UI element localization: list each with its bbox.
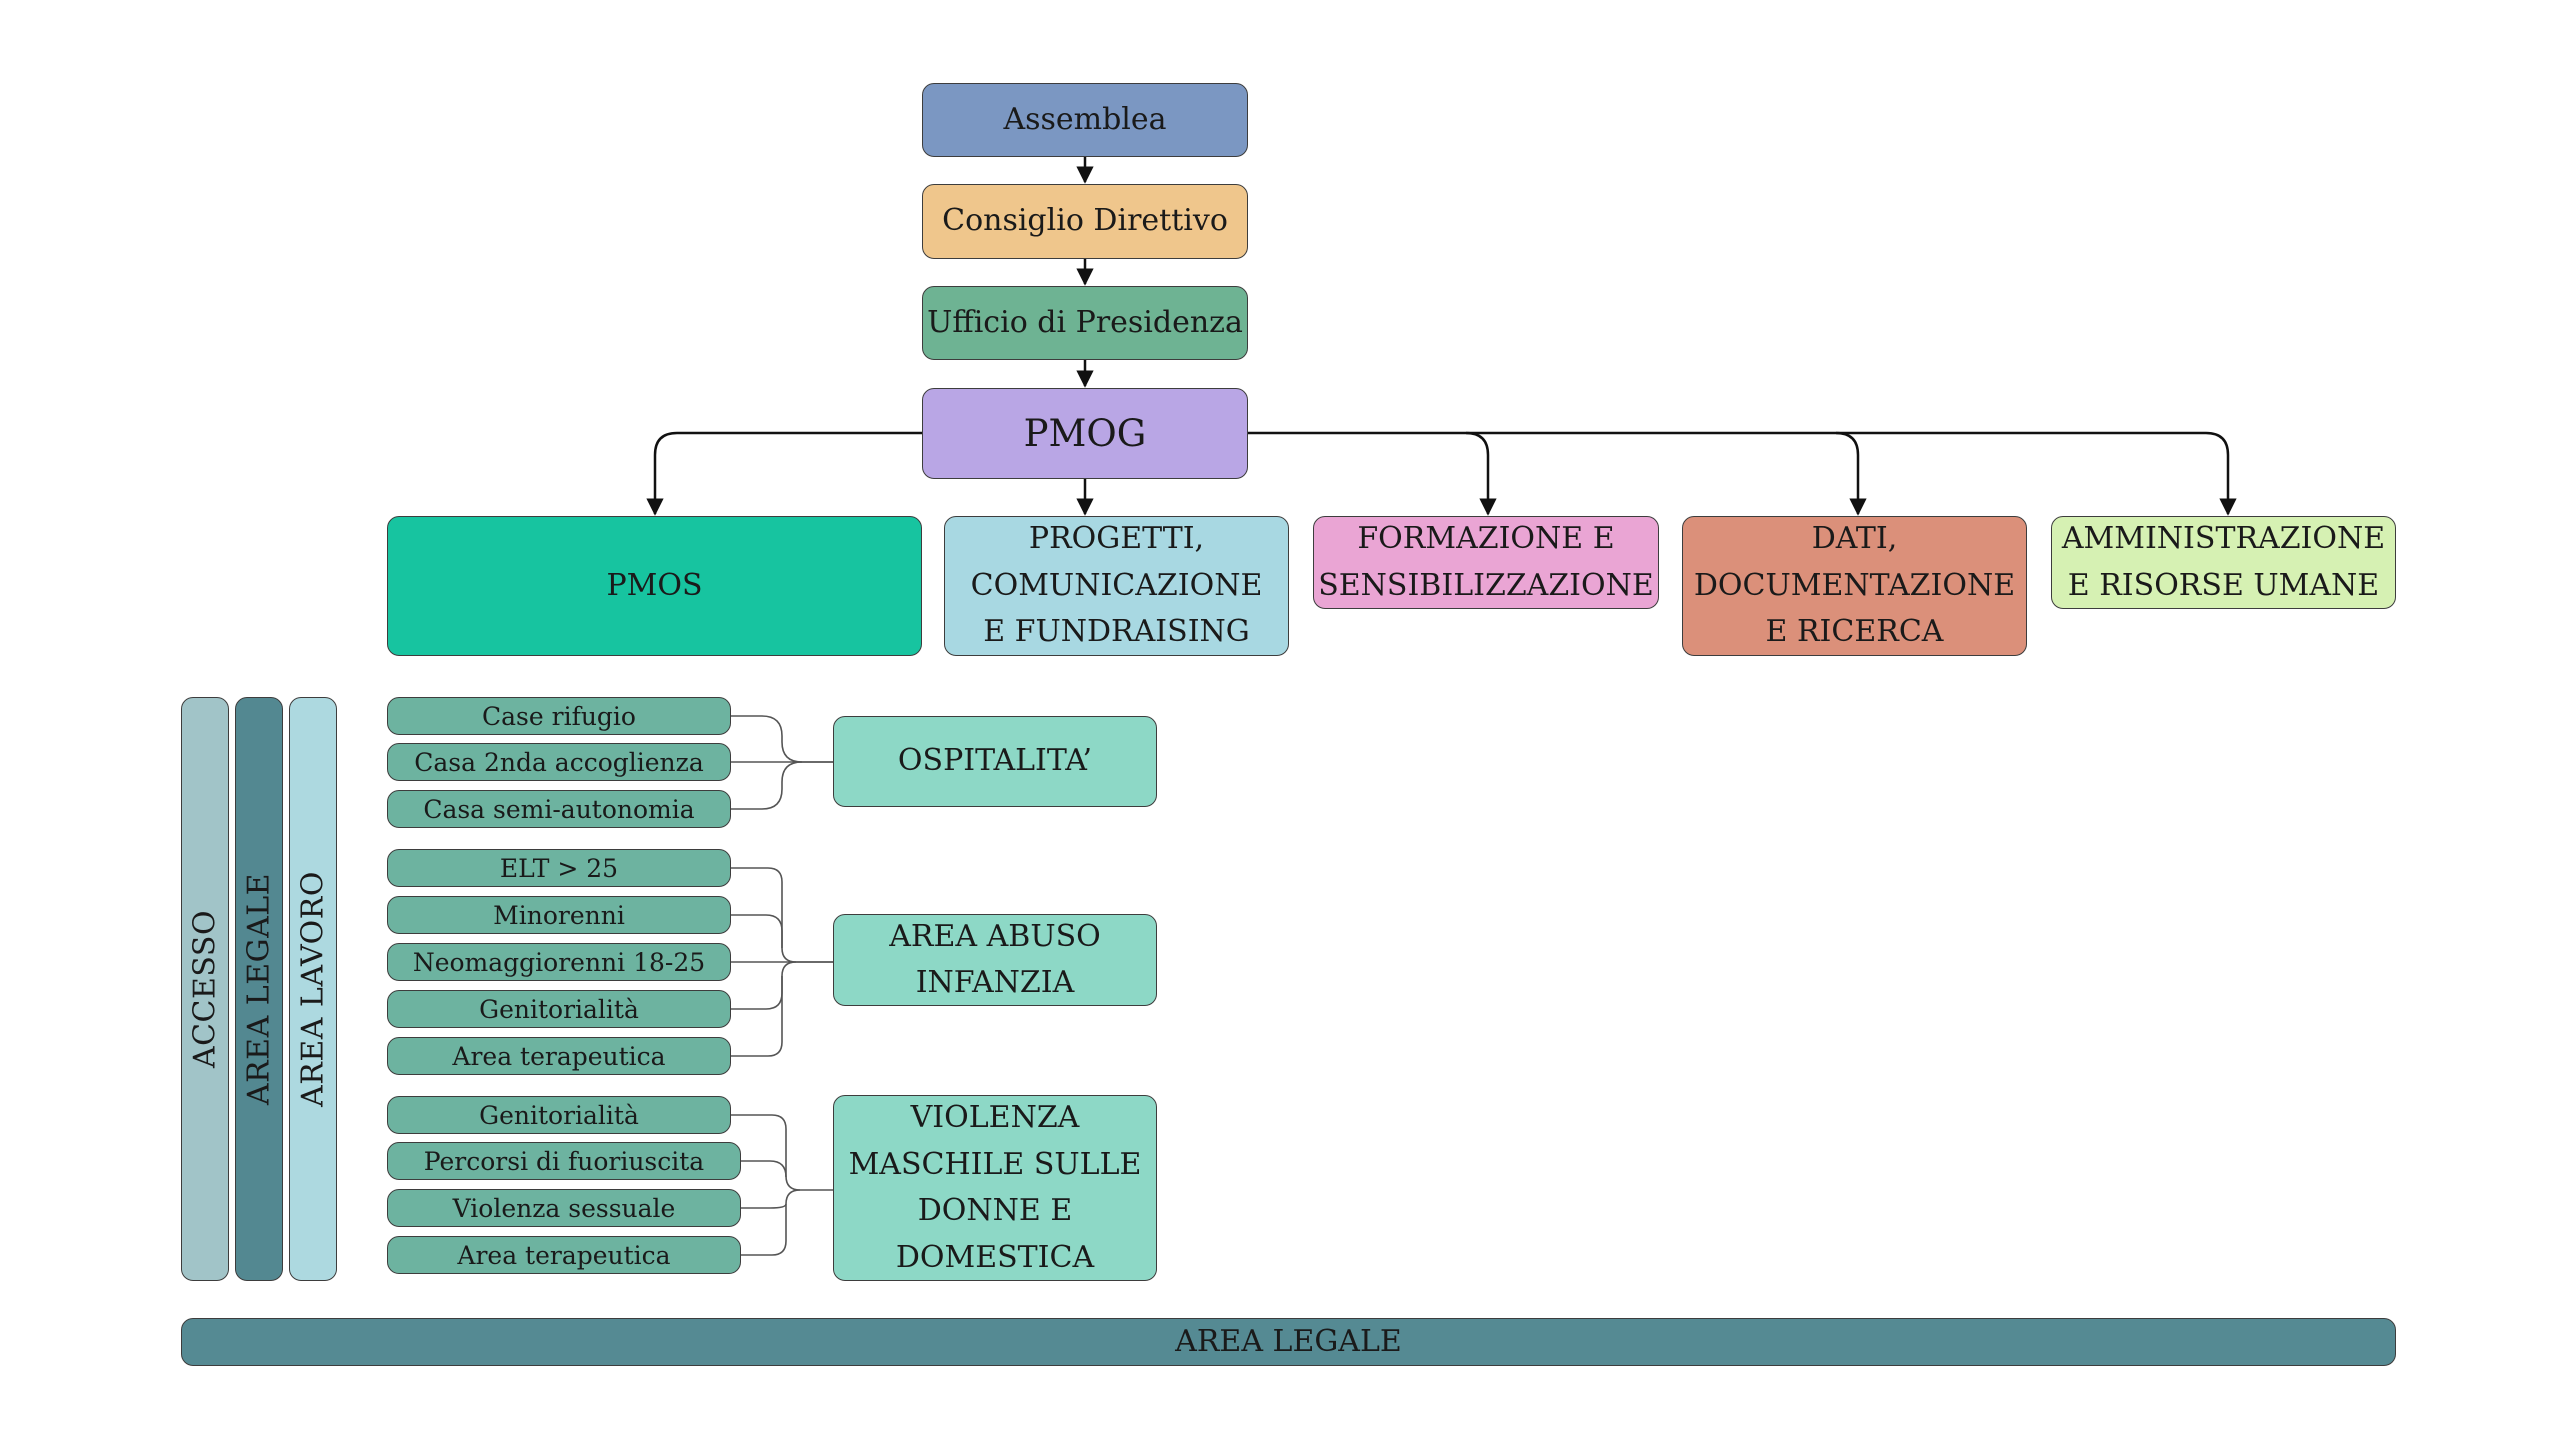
consiglio-direttivo-label: Consiglio Direttivo	[942, 203, 1228, 239]
arrow-pmog-dati	[1466, 431, 1867, 516]
violenza-item-label: Genitorialità	[479, 1100, 639, 1130]
amministrazione-label-line: AMMINISTRAZIONE	[2061, 521, 2386, 556]
pmog-label: PMOG	[1023, 411, 1147, 455]
formazione-label-line: FORMAZIONE E	[1357, 521, 1615, 556]
arrow-pmog-formazione	[1248, 431, 1497, 516]
violenza-item-label: Area terapeutica	[457, 1240, 671, 1270]
amministrazione-box: AMMINISTRAZIONE E RISORSE UMANE	[2051, 516, 2396, 609]
arrow-pmog-amministrazione	[1836, 431, 2237, 516]
violenza-item: Percorsi di fuoriuscita	[387, 1142, 741, 1180]
ospitalita-item: Casa semi-autonomia	[387, 790, 731, 828]
abuso-infanzia-label-line: AREA ABUSO	[889, 918, 1101, 954]
violenza-label-line: MASCHILE SULLE	[848, 1146, 1142, 1182]
ufficio-presidenza-label: Ufficio di Presidenza	[927, 304, 1243, 340]
abuso-infanzia-box: AREA ABUSO INFANZIA	[833, 914, 1157, 1006]
abuso-item: Neomaggiorenni 18-25	[387, 943, 731, 981]
area-lavoro-label: AREA LAVORO	[295, 871, 331, 1107]
area-legale-bottom-bar: AREA LEGALE	[181, 1318, 2396, 1366]
dati-label-line: DATI,	[1811, 521, 1898, 557]
violenza-label-line: DOMESTICA	[895, 1239, 1095, 1275]
abuso-item-label: Minorenni	[493, 900, 625, 930]
violenza-item: Genitorialità	[387, 1096, 731, 1134]
accesso-bar: ACCESSO	[181, 697, 229, 1281]
ospitalita-box: OSPITALITA’	[833, 716, 1157, 807]
progetti-label-line: PROGETTI,	[1028, 521, 1205, 557]
area-legale-vertical-label: AREA LEGALE	[241, 872, 277, 1106]
formazione-box: FORMAZIONE E SENSIBILIZZAZIONE	[1313, 516, 1659, 609]
ospitalita-item-label: Casa semi-autonomia	[423, 794, 695, 824]
pmog-box: PMOG	[922, 388, 1248, 479]
area-lavoro-bar: AREA LAVORO	[289, 697, 337, 1281]
abuso-infanzia-label-line: INFANZIA	[915, 965, 1075, 1000]
abuso-item-label: Area terapeutica	[452, 1041, 666, 1071]
violenza-box: VIOLENZA MASCHILE SULLE DONNE E DOMESTIC…	[833, 1095, 1157, 1281]
progetti-label-line: E FUNDRAISING	[983, 614, 1250, 650]
violenza-item-label: Violenza sessuale	[452, 1193, 676, 1223]
abuso-item: Genitorialità	[387, 990, 731, 1028]
area-legale-vertical-bar: AREA LEGALE	[235, 697, 283, 1281]
accesso-label: ACCESSO	[187, 909, 223, 1069]
dati-label-line: E RICERCA	[1765, 614, 1944, 650]
consiglio-direttivo-box: Consiglio Direttivo	[922, 184, 1248, 259]
ospitalita-item-label: Case rifugio	[482, 701, 636, 731]
ospitalita-item: Casa 2nda accoglienza	[387, 743, 731, 781]
abuso-item: Area terapeutica	[387, 1037, 731, 1075]
abuso-item-label: ELT > 25	[499, 853, 619, 883]
violenza-item: Violenza sessuale	[387, 1189, 741, 1227]
pmos-box: PMOS	[387, 516, 922, 656]
abuso-item-label: Genitorialità	[479, 994, 639, 1024]
assemblea-label: Assemblea	[1003, 101, 1167, 137]
arrow-pmog-pmos	[646, 431, 922, 516]
pmos-label: PMOS	[606, 567, 703, 603]
progetti-label-line: COMUNICAZIONE	[970, 567, 1263, 603]
assemblea-box: Assemblea	[922, 83, 1248, 157]
abuso-item: ELT > 25	[387, 849, 731, 887]
violenza-item-label: Percorsi di fuoriuscita	[423, 1146, 705, 1176]
violenza-label-line: VIOLENZA	[910, 1100, 1080, 1135]
formazione-label-line: SENSIBILIZZAZIONE	[1318, 567, 1654, 603]
ospitalita-label: OSPITALITA’	[897, 743, 1093, 779]
ospitalita-item: Case rifugio	[387, 697, 731, 735]
area-legale-bottom-label: AREA LEGALE	[1175, 1323, 1402, 1359]
progetti-box: PROGETTI, COMUNICAZIONE E FUNDRAISING	[944, 516, 1289, 656]
dati-label-line: DOCUMENTAZIONE	[1693, 567, 2016, 603]
ospitalita-item-label: Casa 2nda accoglienza	[414, 747, 704, 777]
amministrazione-label-line: E RISORSE UMANE	[2067, 567, 2380, 603]
abuso-item-label: Neomaggiorenni 18-25	[412, 947, 706, 977]
abuso-item: Minorenni	[387, 896, 731, 934]
dati-box: DATI, DOCUMENTAZIONE E RICERCA	[1682, 516, 2027, 656]
violenza-label-line: DONNE E	[917, 1193, 1073, 1228]
ufficio-presidenza-box: Ufficio di Presidenza	[922, 286, 1248, 360]
violenza-item: Area terapeutica	[387, 1236, 741, 1274]
